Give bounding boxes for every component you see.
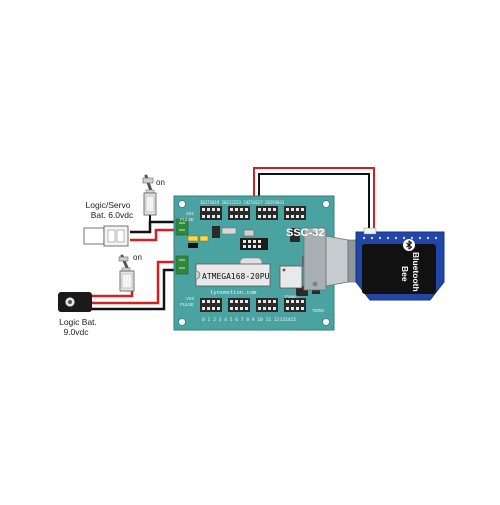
module-name-line1: Bluetooth bbox=[411, 252, 421, 292]
jumpers bbox=[187, 235, 209, 248]
logic-bat-label-line2: 9.0vdc bbox=[63, 327, 89, 337]
logic-servo-wires bbox=[130, 214, 174, 242]
servo-header-top bbox=[200, 206, 306, 220]
website-label: lynxmotion.com bbox=[210, 290, 257, 296]
serial-ic bbox=[279, 265, 303, 289]
logic-servo-label-line1: Logic/Servo bbox=[86, 200, 131, 210]
switch-top-on-label: on bbox=[156, 178, 165, 187]
chip-label: ATMEGA168-20PU bbox=[202, 272, 270, 281]
toggle-switch-bottom bbox=[118, 254, 135, 292]
atmega-chip bbox=[195, 263, 271, 287]
header-top-numbers: 16171819 20212223 24252627 28293031 bbox=[200, 200, 285, 205]
bluetooth-icon bbox=[403, 239, 415, 251]
power-terminals bbox=[175, 218, 189, 275]
module-name-line2: Bee bbox=[400, 266, 410, 282]
ssc32-board bbox=[173, 195, 335, 331]
servo-battery-plug bbox=[83, 225, 129, 247]
toggle-switch-top bbox=[142, 174, 157, 216]
term-label: TERM bbox=[312, 308, 324, 313]
bluetooth-bee-module bbox=[355, 227, 445, 301]
switch-bottom-on-label: on bbox=[133, 253, 142, 262]
battery-clip-9v bbox=[58, 292, 92, 312]
logic-servo-label-line2: Bat. 6.0vdc bbox=[91, 210, 134, 220]
servo-header-bottom bbox=[200, 298, 306, 312]
pulse-label-top: PULSE bbox=[180, 217, 194, 222]
serial-header bbox=[240, 238, 268, 250]
logic-bat-label-line1: Logic Bat. bbox=[59, 317, 97, 327]
pulse-label-bottom: PULSE bbox=[180, 302, 194, 307]
vs1-label: VS1 bbox=[186, 211, 195, 216]
db9-connector bbox=[303, 227, 365, 291]
board-name: SSC-32 bbox=[286, 227, 325, 239]
vs2-label: VS2 bbox=[186, 296, 195, 301]
header-bottom-numbers: 0 1 2 3 4 5 6 7 8 9 10 11 12131415 bbox=[202, 317, 296, 323]
power-label: Power bbox=[285, 294, 297, 299]
